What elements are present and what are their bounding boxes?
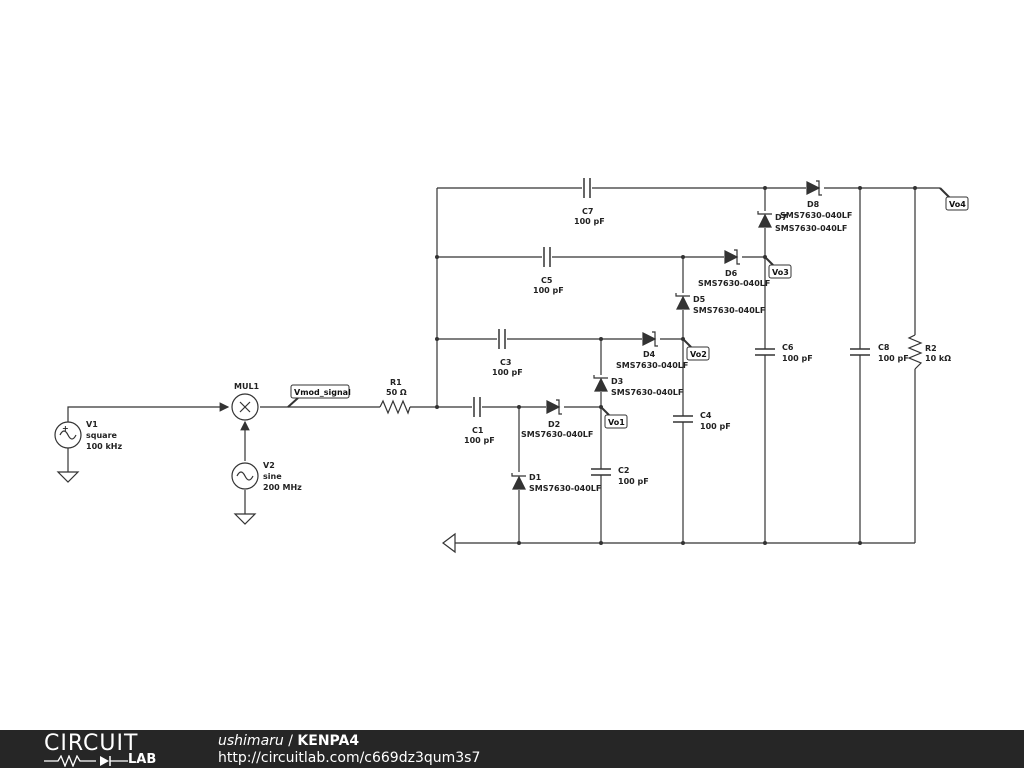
diode-d2[interactable] <box>546 399 562 415</box>
d7-name: D7 <box>775 213 787 222</box>
d5-part: SMS7630-040LF <box>693 306 765 315</box>
capacitor-c2[interactable] <box>591 468 611 476</box>
v1-name: V1 <box>86 420 98 429</box>
c8-name: C8 <box>878 343 890 352</box>
r1-value: 50 Ω <box>386 388 407 397</box>
net-label-vo2[interactable]: Vo2 <box>682 338 710 361</box>
circuitlab-logo[interactable]: CIRCUIT LAB <box>44 733 174 767</box>
d6-name: D6 <box>725 269 738 278</box>
logo-bottom-text: LAB <box>128 752 157 767</box>
c1-name: C1 <box>472 426 484 435</box>
v2-name: V2 <box>263 461 275 470</box>
project-name[interactable]: KENPA4 <box>297 733 360 749</box>
schematic-canvas: + V1 square 100 kHz V2 sine 200 MHz MUL1… <box>54 178 969 554</box>
multiplier-mul1[interactable] <box>231 393 259 421</box>
c6-name: C6 <box>782 343 794 352</box>
diode-d3[interactable] <box>593 375 608 392</box>
c8-value: 100 pF <box>878 354 909 363</box>
ground-symbol-bus <box>442 532 456 554</box>
c5-name: C5 <box>541 276 553 285</box>
v1-type: square <box>86 431 118 440</box>
diode-d5[interactable] <box>675 293 690 310</box>
resistor-r2[interactable] <box>907 334 923 370</box>
d5-name: D5 <box>693 295 706 304</box>
ground-icon <box>233 513 257 525</box>
r1-name: R1 <box>390 378 402 387</box>
project-url[interactable]: http://circuitlab.com/c669dz3qum3s7 <box>218 750 481 766</box>
c1-value: 100 pF <box>464 436 495 445</box>
source-v2[interactable] <box>231 462 259 525</box>
vmod-label: Vmod_signal <box>294 388 351 397</box>
r2-name: R2 <box>925 344 937 353</box>
c4-value: 100 pF <box>700 422 731 431</box>
capacitor-c1[interactable] <box>473 397 481 417</box>
capacitor-c7[interactable] <box>583 178 591 198</box>
v2-value: 200 MHz <box>263 483 302 492</box>
r2-value: 10 kΩ <box>925 354 951 363</box>
net-label-vmod[interactable]: Vmod_signal <box>287 384 351 408</box>
footer-bar: CIRCUIT LAB ushimaru / KENPA4 http://cir… <box>0 730 1024 768</box>
c2-value: 100 pF <box>618 477 649 486</box>
d6-part: SMS7630-040LF <box>698 279 770 288</box>
title-separator: / <box>288 733 293 749</box>
diode-d1[interactable] <box>511 473 526 490</box>
d2-name: D2 <box>548 420 560 429</box>
logo-squiggle-icon <box>44 755 128 767</box>
diode-d4[interactable] <box>642 331 658 347</box>
capacitor-c8[interactable] <box>850 348 870 356</box>
capacitor-c4[interactable] <box>673 415 693 423</box>
d8-part: SMS7630-040LF <box>780 211 852 220</box>
net-label-vo4[interactable]: Vo4 <box>939 187 969 211</box>
c7-name: C7 <box>582 207 593 216</box>
c4-name: C4 <box>700 411 712 420</box>
c3-value: 100 pF <box>492 368 523 377</box>
net-label-vo3[interactable]: Vo3 <box>764 256 792 279</box>
svg-text:+: + <box>62 424 69 433</box>
capacitor-c6[interactable] <box>755 348 775 356</box>
d1-part: SMS7630-040LF <box>529 484 601 493</box>
net-label-vo1[interactable]: Vo1 <box>600 406 628 429</box>
diode-d7[interactable] <box>757 211 772 228</box>
mul1-name: MUL1 <box>234 382 260 391</box>
vo2-label: Vo2 <box>690 350 707 359</box>
ground-icon <box>56 471 80 483</box>
capacitor-c3[interactable] <box>498 329 506 349</box>
d1-name: D1 <box>529 473 542 482</box>
source-v1[interactable]: + <box>54 421 82 483</box>
vo1-label: Vo1 <box>608 418 625 427</box>
v2-type: sine <box>263 472 282 481</box>
d4-name: D4 <box>643 350 656 359</box>
c5-value: 100 pF <box>533 286 564 295</box>
resistor-r1[interactable] <box>379 399 411 415</box>
c2-name: C2 <box>618 466 629 475</box>
d7-part: SMS7630-040LF <box>775 224 847 233</box>
vo3-label: Vo3 <box>772 268 789 277</box>
d3-part: SMS7630-040LF <box>611 388 683 397</box>
diode-d6[interactable] <box>724 249 740 265</box>
d8-name: D8 <box>807 200 820 209</box>
capacitor-c5[interactable] <box>543 247 551 267</box>
project-user[interactable]: ushimaru <box>218 733 284 749</box>
vo4-label: Vo4 <box>949 200 966 209</box>
c6-value: 100 pF <box>782 354 813 363</box>
logo-top-text: CIRCUIT <box>44 731 139 756</box>
project-title: ushimaru / KENPA4 <box>218 732 359 750</box>
d2-part: SMS7630-040LF <box>521 430 593 439</box>
c3-name: C3 <box>500 358 511 367</box>
c7-value: 100 pF <box>574 217 605 226</box>
diode-d8[interactable] <box>806 180 822 196</box>
v1-value: 100 kHz <box>86 442 123 451</box>
d4-part: SMS7630-040LF <box>616 361 688 370</box>
d3-name: D3 <box>611 377 623 386</box>
